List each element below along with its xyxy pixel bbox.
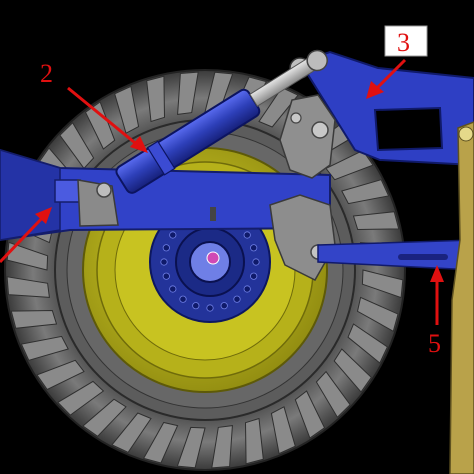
tread-lug bbox=[56, 380, 105, 416]
tread-lug bbox=[114, 85, 140, 134]
hub-bolt bbox=[250, 244, 258, 252]
tread-lug bbox=[82, 398, 127, 437]
callout-1-arrow bbox=[0, 207, 52, 264]
tread-lug bbox=[356, 296, 399, 333]
tread-lug bbox=[294, 390, 326, 439]
hub-bolt bbox=[243, 285, 251, 293]
tread-lug bbox=[111, 412, 152, 454]
tread-lug bbox=[177, 71, 199, 115]
hub-bolt bbox=[220, 302, 228, 310]
callout-3-label: 3 bbox=[397, 28, 410, 57]
callout-5-label: 5 bbox=[428, 329, 441, 358]
hub-bolt bbox=[252, 258, 260, 266]
link-bracket bbox=[279, 94, 336, 179]
hub-bolt bbox=[243, 231, 251, 239]
tread-lug bbox=[341, 179, 390, 205]
tread-lug bbox=[361, 269, 404, 299]
hub-bolt bbox=[179, 295, 187, 303]
callout-3: 3 bbox=[366, 25, 428, 99]
tread-lug bbox=[270, 406, 296, 455]
tread-lug bbox=[244, 417, 264, 465]
tread-lug bbox=[333, 348, 372, 393]
tread-lug bbox=[352, 211, 400, 231]
tread-lug bbox=[347, 323, 389, 364]
lower-link-part-5 bbox=[317, 239, 474, 271]
hub-bolt bbox=[160, 258, 168, 266]
hub-bolt bbox=[169, 231, 177, 239]
khaki-blade bbox=[449, 121, 474, 474]
callout-3-box bbox=[384, 25, 428, 57]
hydraulic-cylinder-part-2 bbox=[115, 49, 328, 194]
callout-2-label: 2 bbox=[40, 59, 53, 88]
tread-lug bbox=[211, 425, 233, 469]
tread-lug bbox=[59, 121, 95, 170]
hub-bolt bbox=[162, 244, 170, 252]
hub-bolt bbox=[233, 295, 241, 303]
callout-5: 5 bbox=[428, 265, 444, 358]
tread-lug bbox=[146, 75, 166, 123]
hub-bolt bbox=[206, 304, 214, 312]
tread-lug bbox=[6, 241, 49, 271]
tread-lug bbox=[315, 370, 351, 419]
hub-bolt bbox=[169, 285, 177, 293]
tread-lug bbox=[6, 276, 50, 298]
tread-lug bbox=[36, 359, 85, 391]
tread-lug bbox=[142, 421, 179, 464]
tread-lug bbox=[84, 101, 116, 150]
hub-bolt bbox=[192, 302, 200, 310]
tread-lug bbox=[176, 426, 206, 469]
hub-bolt bbox=[250, 272, 258, 280]
tread-lug bbox=[20, 335, 69, 361]
callout-2: 2 bbox=[40, 59, 148, 153]
tread-lug bbox=[258, 86, 299, 128]
tread-lug bbox=[325, 149, 374, 181]
hub-bolt bbox=[162, 272, 170, 280]
tread-lug bbox=[10, 309, 58, 329]
